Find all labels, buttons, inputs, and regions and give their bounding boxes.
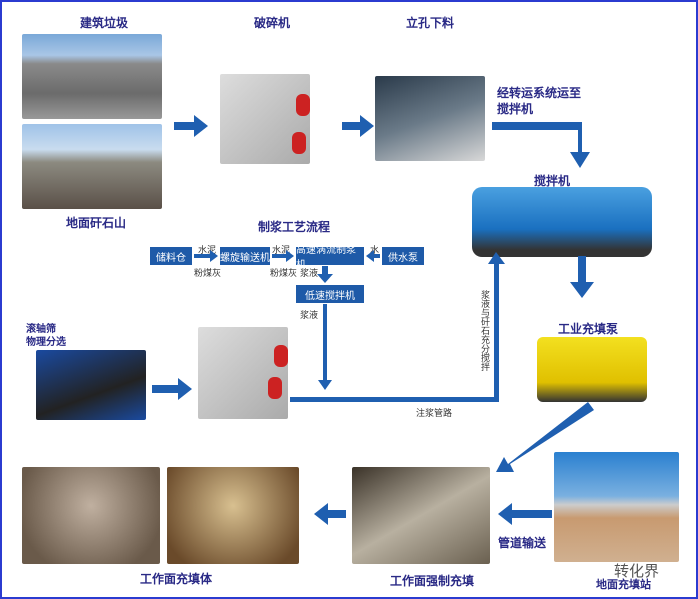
label-work-face-fill: 工作面充填体	[140, 572, 213, 586]
crusher-photo	[220, 74, 310, 164]
screw-conveyor-box: 螺旋输送机	[220, 247, 270, 265]
storage-bin-box: 储料仓	[150, 247, 192, 265]
arrow-conveyor-to-vortex	[272, 250, 294, 262]
arrow-vortex-to-lowspeed	[317, 266, 333, 283]
shaft-feed-photo	[375, 76, 485, 161]
forced-fill-photo	[352, 467, 490, 564]
arrow-grout-up	[488, 252, 505, 264]
slurry-down-line	[323, 304, 327, 382]
arrow-pump-to-station	[496, 402, 594, 472]
label-slurry-process: 制浆工艺流程	[258, 220, 331, 234]
label-gangue-hill: 地面矸石山	[66, 216, 127, 230]
arrow-pump-to-vortex	[366, 250, 380, 262]
grout-pipe-label: 注浆管路	[416, 409, 453, 419]
label-mixer: 搅拌机	[534, 174, 571, 188]
work-face-photo-1	[22, 467, 160, 564]
label-roller-screen-2: 物理分选	[26, 337, 66, 348]
ground-station-photo	[554, 452, 679, 562]
label-pipeline: 管道输送	[498, 536, 547, 550]
secondary-crusher-photo	[198, 327, 288, 419]
arrow-station-to-forced	[498, 503, 552, 525]
work-face-photo-2	[167, 467, 299, 564]
mixer-photo	[472, 187, 652, 257]
label-fill-pump: 工业充填泵	[558, 322, 619, 336]
arrow-to-mixer	[492, 122, 590, 168]
water-label: 水	[370, 246, 380, 256]
arrow-mixer-to-pump	[570, 256, 594, 298]
label-ground-station: 地面充填站	[596, 578, 651, 591]
flyash-label-1: 粉煤灰	[194, 269, 222, 279]
label-crusher: 破碎机	[254, 16, 291, 30]
cement-label-2: 水泥	[272, 246, 291, 256]
arrow-screen-to-crusher	[152, 378, 192, 400]
arrow-forced-to-workface	[314, 503, 346, 525]
grout-pipe-line	[290, 397, 498, 402]
construction-waste-photo	[22, 34, 162, 119]
flyash-label-2: 粉煤灰	[270, 269, 298, 279]
watermark: 转化界	[614, 562, 660, 580]
label-work-face-forced: 工作面强制充填	[390, 574, 475, 588]
label-shaft-feed: 立孔下料	[406, 16, 455, 30]
mix-note-label: 浆液与矸石充分搅拌	[479, 290, 489, 371]
label-transfer-2: 搅拌机	[497, 102, 534, 116]
slurry-label-2: 浆液	[300, 311, 319, 321]
gangue-hill-photo	[22, 124, 162, 209]
label-roller-screen: 滚轴筛	[26, 324, 56, 335]
arrow-bin-to-conveyor	[194, 250, 218, 262]
label-transfer: 经转运系统运至	[497, 86, 582, 100]
label-construction-waste: 建筑垃圾	[80, 16, 129, 30]
water-pump-box: 供水泵	[382, 247, 424, 265]
slurry-label-1: 浆液	[300, 269, 319, 279]
arrow-crusher-to-shaft	[342, 115, 374, 137]
fill-pump-photo	[537, 337, 647, 402]
arrow-waste-to-crusher	[174, 115, 208, 137]
low-speed-mixer-box: 低速搅拌机	[296, 285, 364, 303]
grout-pipe-riser	[494, 264, 499, 402]
roller-screen-photo	[36, 350, 146, 420]
cement-label-1: 水泥	[198, 246, 217, 256]
arrow-slurry-down	[318, 380, 332, 390]
